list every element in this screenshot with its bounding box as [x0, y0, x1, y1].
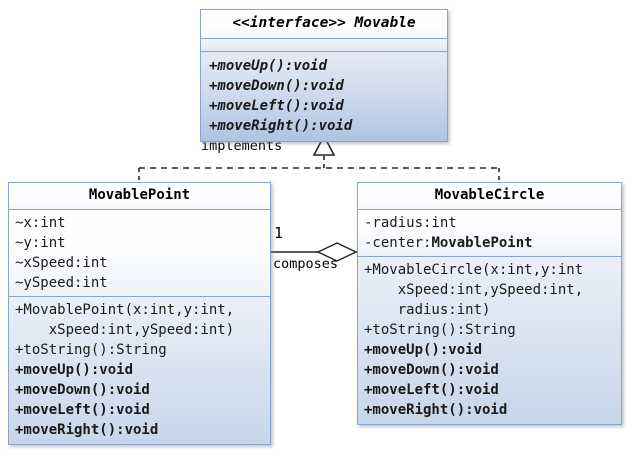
class-box-movablepoint[interactable]: MovablePoint ~x:int ~y:int ~xSpeed:int ~…	[8, 182, 271, 445]
class-methods-compartment-movablecircle: +MovableCircle(x:int,y:int xSpeed:int,yS…	[358, 257, 621, 424]
class-attribute: ~y:int	[15, 235, 66, 251]
class-attribute: ~ySpeed:int	[15, 275, 108, 291]
class-title-movablecircle: MovableCircle	[358, 183, 621, 210]
class-methods-compartment-movablepoint: +MovablePoint(x:int,y:int, xSpeed:int,yS…	[9, 297, 270, 444]
class-attribute: ~x:int	[15, 215, 66, 231]
class-method: +moveDown():void	[364, 362, 499, 378]
aggregation-multiplicity-label: 1	[274, 224, 284, 242]
class-method: +moveUp():void	[15, 362, 134, 378]
class-attribute-text: -radius:int	[364, 215, 457, 231]
class-method-continuation: xSpeed:int,ySpeed:int)	[15, 322, 235, 338]
interface-box-movable[interactable]: <<interface>> Movable +moveUp():void +mo…	[200, 9, 448, 142]
realization-label-implements: implements	[201, 138, 283, 154]
interface-method: +moveUp():void	[209, 58, 328, 74]
class-method: +moveLeft():void	[364, 382, 499, 398]
class-method: +toString():String	[364, 322, 516, 338]
aggregation-label-composes: composes	[273, 256, 339, 272]
interface-title-movable: <<interface>> Movable	[201, 10, 447, 39]
class-method-continuation: xSpeed:int,ySpeed:int,	[364, 282, 584, 298]
interface-method: +moveDown():void	[209, 78, 344, 94]
class-method: +moveLeft():void	[15, 402, 150, 418]
class-method: +MovableCircle(x:int,y:int	[364, 262, 584, 278]
interface-attributes-compartment	[201, 39, 447, 52]
class-attribute-type-reference: MovablePoint	[431, 235, 533, 251]
class-method: +toString():String	[15, 342, 167, 358]
interface-method: +moveRight():void	[209, 118, 353, 134]
interface-method: +moveLeft():void	[209, 98, 344, 114]
class-attribute-text: -center:	[364, 235, 432, 251]
class-method-continuation: radius:int)	[364, 302, 491, 318]
class-method: +moveDown():void	[15, 382, 150, 398]
class-attributes-compartment-movablepoint: ~x:int ~y:int ~xSpeed:int ~ySpeed:int	[9, 210, 270, 297]
class-method: +MovablePoint(x:int,y:int,	[15, 302, 235, 318]
class-title-movablepoint: MovablePoint	[9, 183, 270, 210]
class-method: +moveRight():void	[15, 422, 159, 438]
class-attributes-compartment-movablecircle: -radius:int -center:MovablePoint	[358, 210, 621, 257]
interface-methods-compartment: +moveUp():void +moveDown():void +moveLef…	[201, 52, 447, 141]
class-method: +moveRight():void	[364, 402, 508, 418]
class-method: +moveUp():void	[364, 342, 483, 358]
class-attribute: -radius:int	[364, 213, 621, 233]
class-attribute: -center:MovablePoint	[364, 233, 621, 253]
class-attribute: ~xSpeed:int	[15, 255, 108, 271]
class-box-movablecircle[interactable]: MovableCircle -radius:int -center:Movabl…	[357, 182, 622, 425]
